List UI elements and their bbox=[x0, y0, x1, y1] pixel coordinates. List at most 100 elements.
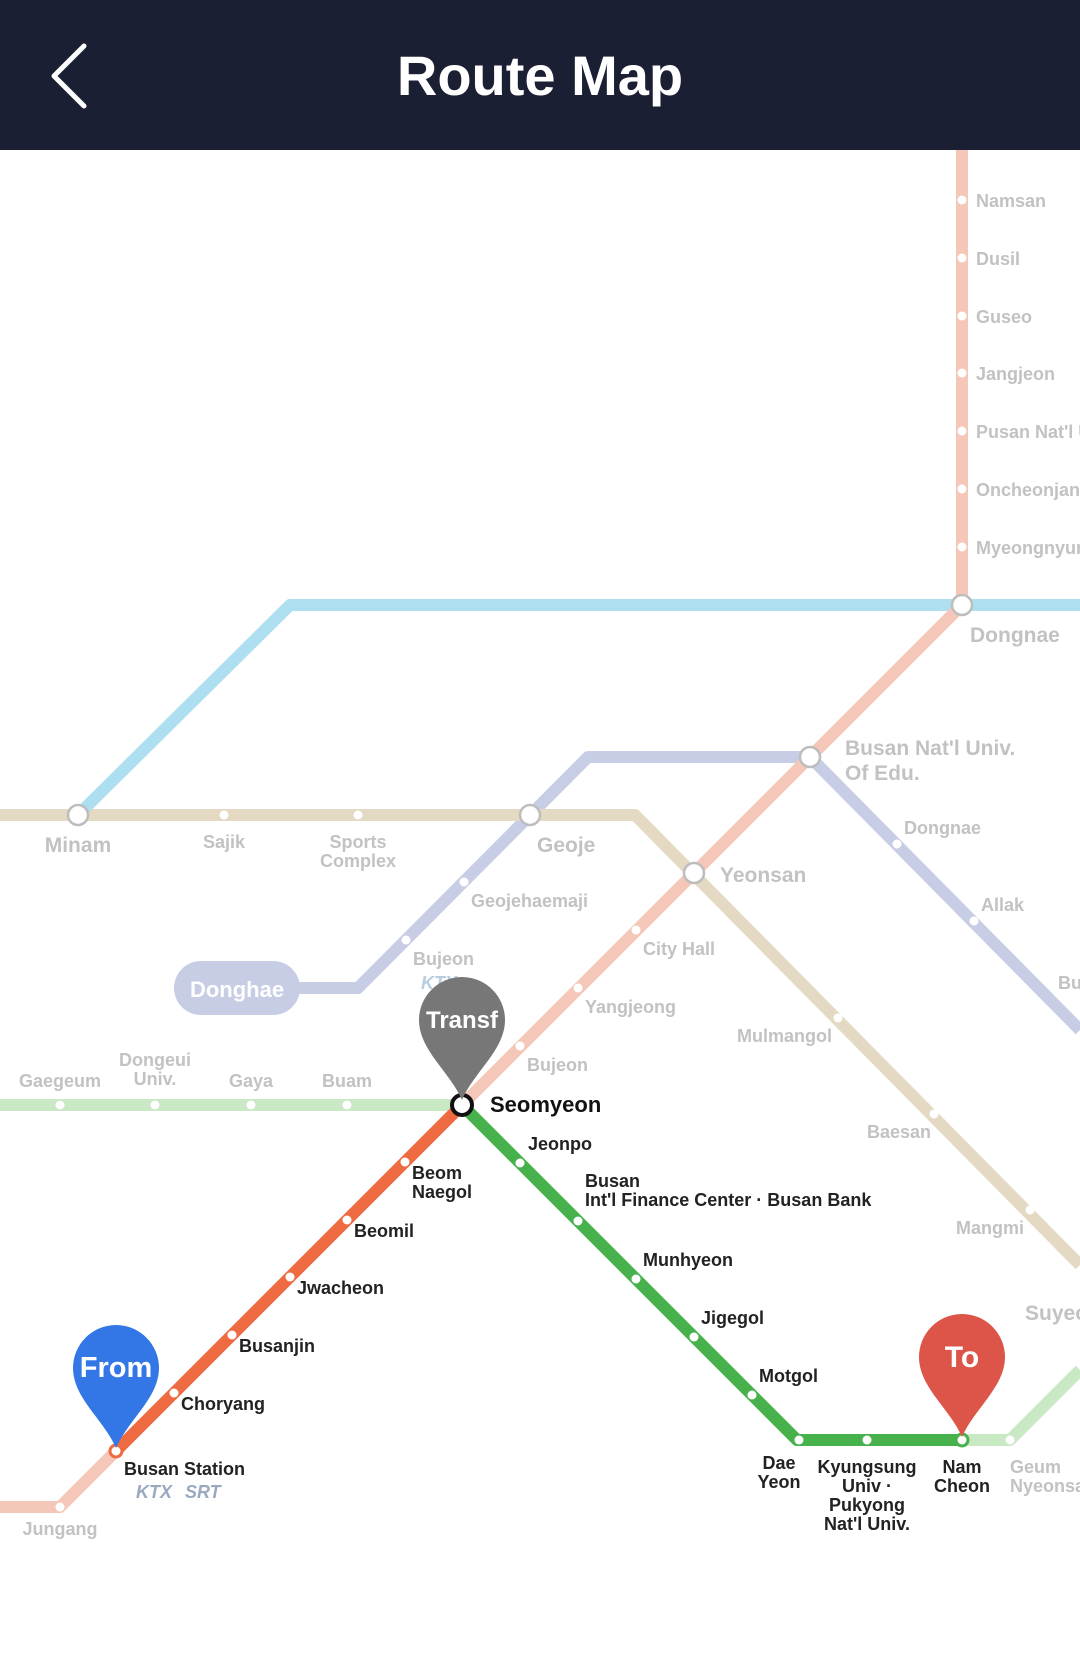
station-label: Gaya bbox=[229, 1071, 274, 1091]
station-dot bbox=[833, 1013, 843, 1023]
station-dot bbox=[342, 1100, 352, 1110]
station-dot bbox=[957, 253, 967, 263]
station-label: Jwacheon bbox=[297, 1278, 384, 1298]
station-dot bbox=[459, 877, 469, 887]
station-label: Pusan Nat'l U bbox=[976, 422, 1080, 442]
station-label: Guseo bbox=[976, 307, 1032, 327]
station-label: Motgol bbox=[759, 1366, 818, 1386]
station-dot bbox=[794, 1435, 804, 1445]
station-label: Mulmangol bbox=[737, 1026, 832, 1046]
station-label: Namsan bbox=[976, 191, 1046, 211]
station-label: Jigegol bbox=[701, 1308, 764, 1328]
station-label: Dae bbox=[762, 1453, 795, 1473]
station-dot bbox=[892, 839, 902, 849]
station-label: Baesan bbox=[867, 1122, 931, 1142]
donghae-line-track bbox=[73, 599, 1080, 820]
transfer-pin[interactable]: Transf bbox=[419, 977, 505, 1100]
station-dot bbox=[747, 1390, 757, 1400]
route-map-canvas: Donghae Namsan Dusil Guseo Jangjeon Pusa… bbox=[0, 150, 1080, 1539]
station-label: Dongnae bbox=[904, 818, 981, 838]
station-label: Complex bbox=[320, 851, 396, 871]
station-label: Nam bbox=[942, 1457, 981, 1477]
station-label: Naegol bbox=[412, 1182, 472, 1202]
donghae-line-badge: Donghae bbox=[174, 961, 300, 1015]
transfer-pin-label: Transf bbox=[426, 1007, 499, 1034]
station-label: Dongnae bbox=[970, 624, 1060, 647]
station-dot bbox=[957, 484, 967, 494]
station-dot bbox=[631, 925, 641, 935]
station-label: Sajik bbox=[203, 832, 246, 852]
station-label: Jangjeon bbox=[976, 364, 1055, 384]
station-dots bbox=[55, 195, 1035, 1512]
srt-mark: SRT bbox=[185, 1482, 223, 1502]
line1-mid-track bbox=[457, 600, 967, 1110]
station-dot bbox=[400, 1157, 410, 1167]
station-dot bbox=[969, 916, 979, 926]
station-dot bbox=[957, 368, 967, 378]
station-label: Bu bbox=[1058, 973, 1080, 993]
station-label: Dongeui bbox=[119, 1050, 191, 1070]
station-label: Beomil bbox=[354, 1221, 414, 1241]
station-label: Geoje bbox=[537, 834, 595, 857]
back-arrow-icon[interactable] bbox=[40, 38, 100, 114]
station-label: Allak bbox=[981, 895, 1025, 915]
station-label: Geum bbox=[1010, 1457, 1061, 1477]
from-pin-label: From bbox=[80, 1352, 153, 1384]
route-map[interactable]: Donghae Namsan Dusil Guseo Jangjeon Pusa… bbox=[0, 150, 1080, 1655]
station-label: Myeongnyun bbox=[976, 538, 1080, 558]
station-label: Geojehaemaji bbox=[471, 891, 588, 911]
transfer-busan-edu bbox=[798, 745, 822, 769]
donghae-badge-label: Donghae bbox=[190, 977, 284, 1002]
station-label: Bujeon bbox=[413, 949, 474, 969]
station-label: Busan Station bbox=[124, 1459, 245, 1479]
station-label: Nyeonsa bbox=[1010, 1476, 1080, 1496]
station-label: Cheon bbox=[934, 1476, 990, 1496]
station-label: Pukyong bbox=[829, 1495, 905, 1515]
station-label: Yeonsan bbox=[720, 864, 806, 887]
station-dot bbox=[929, 1109, 939, 1119]
station-dot bbox=[150, 1100, 160, 1110]
station-label: Jungang bbox=[23, 1519, 98, 1539]
station-label: Kyungsung bbox=[818, 1457, 917, 1477]
station-label: Dusil bbox=[976, 249, 1020, 269]
station-label: Gaegeum bbox=[19, 1071, 101, 1091]
station-dot bbox=[219, 810, 229, 820]
station-label: Jeonpo bbox=[528, 1134, 592, 1154]
station-label: Busanjin bbox=[239, 1336, 315, 1356]
station-dot bbox=[1005, 1435, 1015, 1445]
station-dot bbox=[55, 1502, 65, 1512]
station-label: City Hall bbox=[643, 939, 715, 959]
station-dot bbox=[573, 1216, 583, 1226]
station-dot bbox=[957, 426, 967, 436]
line4-track bbox=[290, 751, 1080, 1035]
station-label: Munhyeon bbox=[643, 1250, 733, 1270]
station-dot bbox=[957, 311, 967, 321]
line2-active-route bbox=[457, 1100, 962, 1446]
route-labels: Beom Naegol Beomil Jwacheon Busanjin Cho… bbox=[124, 1134, 990, 1534]
station-dot bbox=[862, 1435, 872, 1445]
station-label: Buam bbox=[322, 1071, 372, 1091]
station-label: Oncheonjang bbox=[976, 480, 1080, 500]
from-pin[interactable]: From bbox=[73, 1325, 159, 1448]
seomyeon-label: Seomyeon bbox=[490, 1092, 601, 1117]
station-label: Bujeon bbox=[527, 1055, 588, 1075]
transfer-geoje bbox=[518, 803, 542, 827]
station-label: Busan bbox=[585, 1171, 640, 1191]
station-label: Of Edu. bbox=[845, 762, 920, 785]
station-dot bbox=[631, 1274, 641, 1284]
ktx-mark: KTX bbox=[136, 1482, 173, 1502]
transfer-rings bbox=[66, 593, 974, 885]
page-title: Route Map bbox=[396, 44, 684, 107]
station-label: Choryang bbox=[181, 1394, 265, 1414]
line1-south-track bbox=[0, 1446, 121, 1513]
station-label: Suyeo bbox=[1025, 1302, 1080, 1325]
to-pin[interactable]: To bbox=[919, 1314, 1005, 1437]
transfer-minam bbox=[66, 803, 90, 827]
station-dot bbox=[401, 935, 411, 945]
station-dot bbox=[1025, 1205, 1035, 1215]
station-dot bbox=[957, 195, 967, 205]
station-label: Busan Nat'l Univ. bbox=[845, 737, 1015, 760]
station-dot bbox=[285, 1272, 295, 1282]
station-dot bbox=[227, 1330, 237, 1340]
station-dot bbox=[515, 1158, 525, 1168]
